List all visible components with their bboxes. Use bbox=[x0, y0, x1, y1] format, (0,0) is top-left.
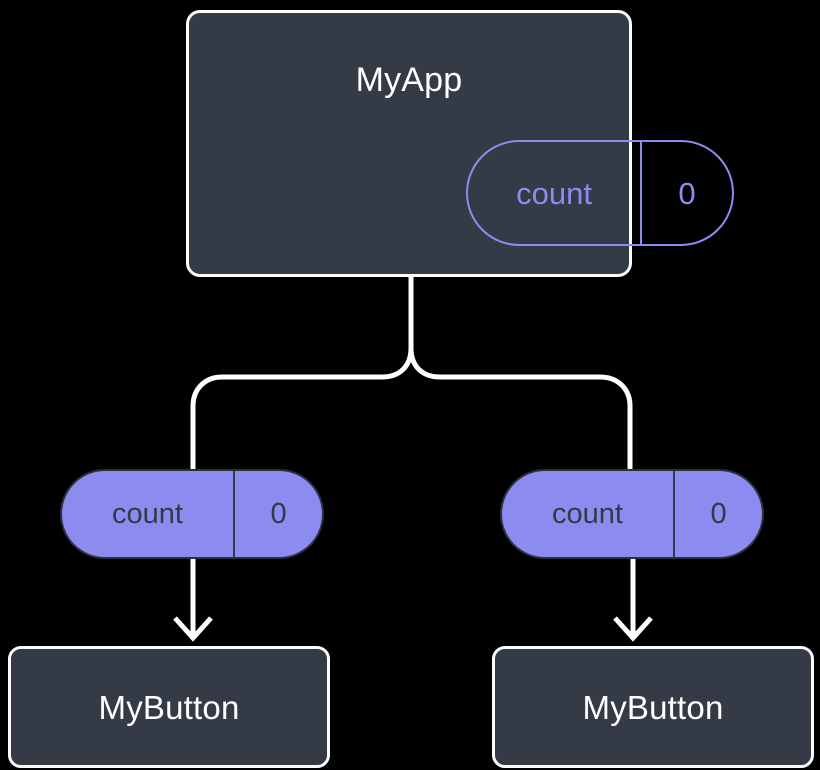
state-pill-key: count bbox=[516, 175, 592, 211]
component-box-mybutton-left[interactable]: MyButton bbox=[8, 646, 330, 768]
component-box-myapp[interactable]: MyApp count 0 bbox=[186, 10, 734, 277]
component-title-mybutton-right: MyButton bbox=[582, 688, 724, 726]
props-pill-right[interactable]: count 0 bbox=[500, 469, 764, 559]
state-pill-count[interactable]: count 0 bbox=[466, 140, 734, 246]
component-title-myapp: MyApp bbox=[355, 61, 463, 99]
props-pill-right-value: 0 bbox=[673, 471, 762, 557]
arrow-head-left bbox=[173, 616, 213, 642]
arrow-head-right bbox=[613, 616, 653, 642]
props-pill-left[interactable]: count 0 bbox=[60, 469, 324, 559]
component-title-mybutton-left: MyButton bbox=[98, 688, 240, 726]
branch-connector-right bbox=[408, 347, 633, 469]
props-pill-right-key: count bbox=[552, 497, 623, 530]
branch-connector-left bbox=[190, 347, 414, 469]
state-pill-value: 0 bbox=[640, 142, 732, 244]
props-pill-left-key: count bbox=[112, 497, 183, 530]
component-box-mybutton-right[interactable]: MyButton bbox=[492, 646, 814, 768]
props-pill-left-value: 0 bbox=[233, 471, 322, 557]
